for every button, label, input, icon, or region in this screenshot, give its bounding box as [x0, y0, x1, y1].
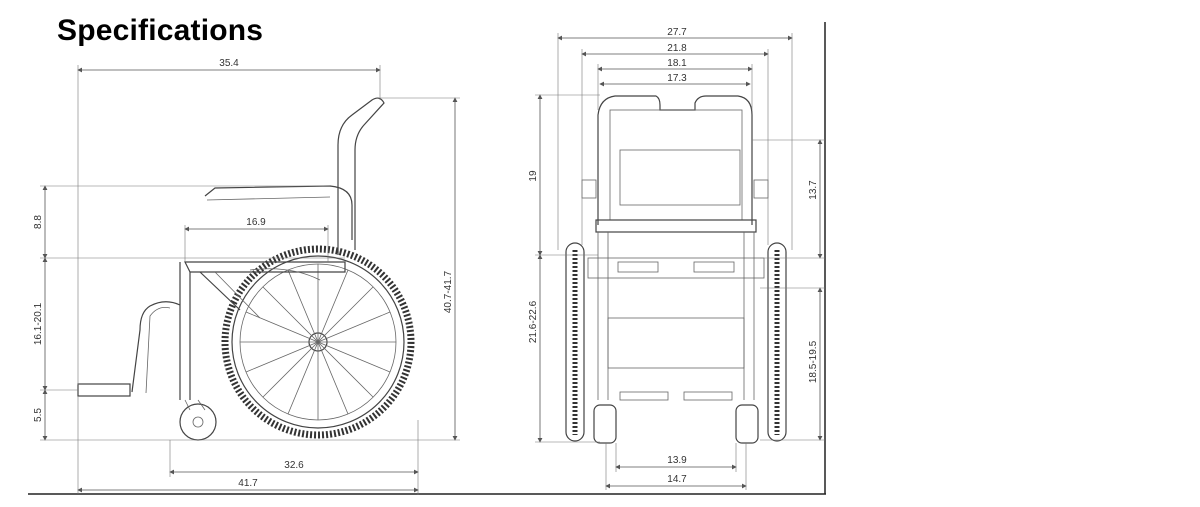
- label-wheelbase: 32.6: [284, 460, 304, 471]
- caster-wheel: [179, 403, 217, 441]
- right-wheel: [767, 242, 787, 442]
- backrest-post: [337, 97, 385, 255]
- armrest: [204, 185, 353, 240]
- side-view-labels: 35.4 16.9 8.8 16.1-20.1 5.5 40.7-41.7 32…: [33, 58, 454, 489]
- label-seat-to-footrest: 16.1-20.1: [33, 302, 44, 345]
- left-wheel: [565, 242, 585, 442]
- label-armrest-height-front: 13.7: [808, 180, 819, 200]
- front-leg: [179, 262, 191, 400]
- label-seat-depth: 16.9: [246, 217, 266, 228]
- label-seat-height: 21.6-22.6: [528, 300, 539, 343]
- label-width-between-wheels: 21.8: [667, 43, 687, 54]
- backrest-panel: [619, 149, 741, 206]
- rear-wheel-spokes: [240, 264, 396, 420]
- rear-wheel-tire: [221, 245, 415, 439]
- right-caster: [735, 404, 759, 444]
- label-overall-length-footrest: 41.7: [238, 478, 258, 489]
- label-overall-width: 27.7: [667, 27, 687, 38]
- page-title: Specifications: [57, 14, 264, 47]
- label-footrest-inner-width: 13.9: [667, 455, 687, 466]
- front-view-wheelchair: [565, 95, 787, 444]
- front-backrest-frame: [597, 95, 753, 225]
- side-view-dimensions: [40, 65, 460, 495]
- label-overall-height: 40.7-41.7: [443, 270, 454, 313]
- label-armrest-height: 8.8: [33, 215, 44, 229]
- front-view-dimensions: [535, 33, 825, 490]
- legrest: [131, 301, 181, 393]
- right-footplate: [683, 391, 733, 401]
- label-footrest-height: 5.5: [33, 408, 44, 422]
- front-seat: [595, 219, 757, 233]
- label-seat-to-floor-right: 18.5-19.5: [808, 340, 819, 383]
- label-footrest-outer-width: 14.7: [667, 474, 687, 485]
- footplate: [77, 383, 131, 397]
- label-seat-width-inner: 17.3: [667, 73, 687, 84]
- left-footplate: [619, 391, 669, 401]
- label-back-height: 19: [528, 170, 539, 182]
- seat-frame: [184, 261, 346, 273]
- side-view-wheelchair: [77, 97, 415, 441]
- front-view-labels: 27.7 21.8 18.1 17.3 19 21.6-22.6 13.7 18…: [528, 27, 819, 485]
- label-overall-length: 35.4: [219, 58, 239, 69]
- left-caster: [593, 404, 617, 444]
- label-seat-width-outer: 18.1: [667, 58, 687, 69]
